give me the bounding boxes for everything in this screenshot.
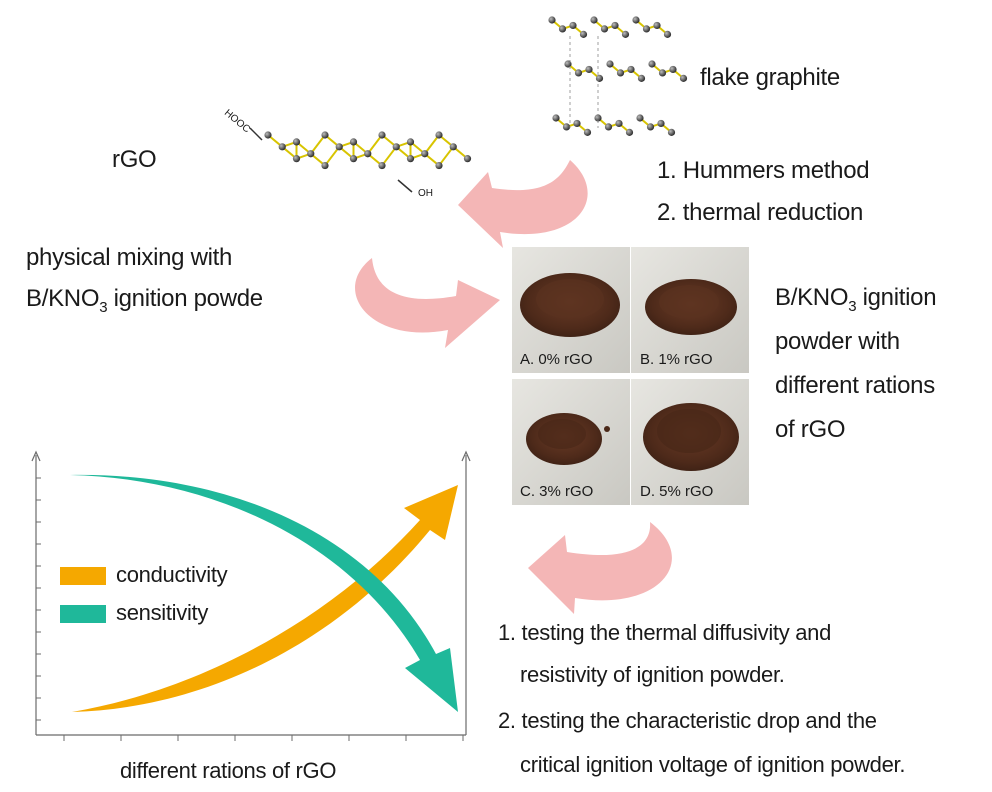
legend-label-sensitivity: sensitivity	[116, 600, 209, 625]
oh-group-label: OH	[418, 188, 433, 199]
sample-photo-a	[512, 247, 630, 373]
product-line-1: B/KNO3 ignition	[775, 284, 937, 315]
flow-arrow-powder-to-testing	[528, 522, 672, 614]
flow-arrow-mixing-to-powder	[355, 258, 500, 348]
flake-graphite-label: flake graphite	[700, 64, 840, 91]
mixing-line-1: physical mixing with	[26, 244, 233, 271]
testing-step-1-line-1: 1. testing the thermal diffusivity and	[498, 620, 832, 645]
mixing-line-2: B/KNO3 ignition powde	[26, 285, 263, 316]
product-line-2: powder with	[775, 328, 900, 355]
legend-swatch-sensitivity	[60, 605, 106, 623]
sample-photo-d	[631, 379, 749, 505]
testing-step-2-line-1: 2. testing the characteristic drop and t…	[498, 708, 877, 733]
flow-arrow-graphite-to-rgo	[458, 160, 588, 248]
sample-caption-d: D. 5% rGO	[640, 483, 714, 500]
synthesis-step-2: 2. thermal reduction	[657, 199, 864, 226]
testing-step-2-line-2: critical ignition voltage of ignition po…	[520, 752, 906, 777]
legend-label-conductivity: conductivity	[116, 562, 228, 587]
trend-plot-ticks	[36, 477, 464, 741]
conductivity-trend-arrow	[72, 485, 458, 712]
product-line-3: different rations	[775, 372, 935, 399]
product-line-4: of rGO	[775, 416, 846, 443]
sample-photo-c	[512, 379, 630, 505]
sample-photo-b	[631, 247, 749, 373]
synthesis-step-1: 1. Hummers method	[657, 157, 870, 184]
flake-graphite-model	[548, 16, 688, 136]
rgo-label: rGO	[112, 146, 157, 173]
legend-swatch-conductivity	[60, 567, 106, 585]
trend-plot-axes	[31, 450, 471, 736]
rgo-molecule-model	[249, 127, 472, 193]
sensitivity-trend-arrow	[70, 474, 458, 712]
sample-caption-c: C. 3% rGO	[520, 483, 594, 500]
sample-caption-b: B. 1% rGO	[640, 351, 713, 368]
testing-step-1-line-2: resistivity of ignition powder.	[520, 662, 785, 687]
trend-plot-xlabel: different rations of rGO	[120, 758, 337, 783]
sample-caption-a: A. 0% rGO	[520, 351, 593, 368]
